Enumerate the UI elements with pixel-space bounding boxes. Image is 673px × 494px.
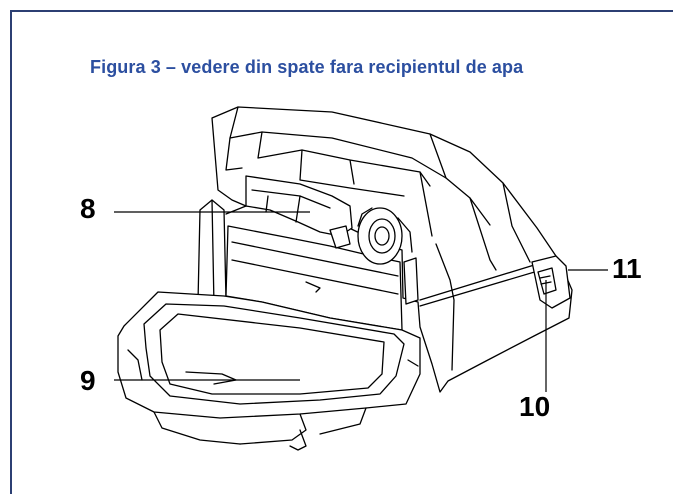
air-outlet-connector-inner xyxy=(368,218,396,254)
left-border-rule xyxy=(10,10,12,494)
callout-number-11: 11 xyxy=(612,253,642,284)
callout-number-9: 9 xyxy=(80,365,96,396)
figure-caption: Figura 3 – vedere din spate fara recipie… xyxy=(90,57,524,77)
callout-number-10: 10 xyxy=(519,391,551,422)
top-border-rule xyxy=(10,10,673,12)
callout-number-8: 8 xyxy=(80,193,96,224)
cradle-right-post xyxy=(403,257,419,305)
tub-tray-outer xyxy=(117,291,421,419)
tub-tray-inner xyxy=(143,303,405,405)
device-top-band xyxy=(229,106,447,179)
